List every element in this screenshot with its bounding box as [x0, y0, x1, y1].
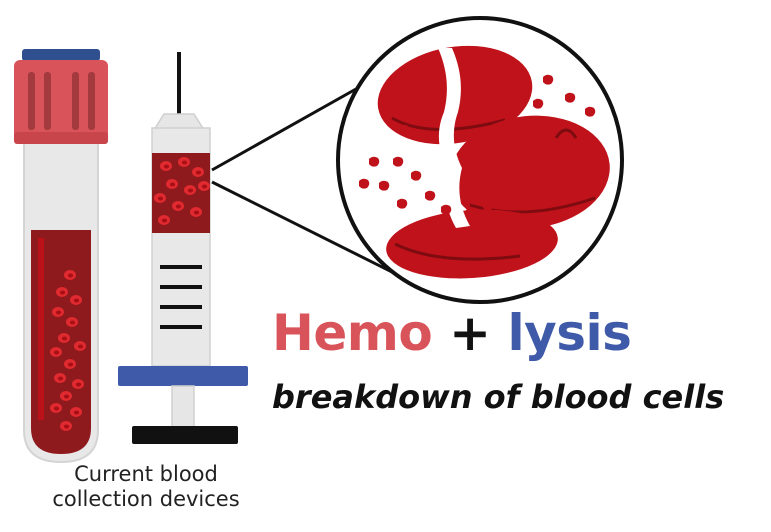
syringe-icon: [118, 52, 248, 444]
devices-caption: Current blood collection devices: [30, 462, 262, 512]
title-hemo: Hemo: [272, 304, 433, 362]
magnified-red-blood-cells-icon: [211, 16, 624, 304]
hemolysis-definition: breakdown of blood cells: [272, 378, 725, 416]
caption-line-2: collection devices: [52, 487, 240, 511]
hemolysis-title: Hemo + lysis: [272, 300, 632, 366]
caption-line-1: Current blood: [74, 462, 218, 486]
title-lysis: lysis: [507, 304, 632, 362]
title-plus: +: [449, 304, 491, 362]
blood-tube-icon: [14, 49, 108, 464]
